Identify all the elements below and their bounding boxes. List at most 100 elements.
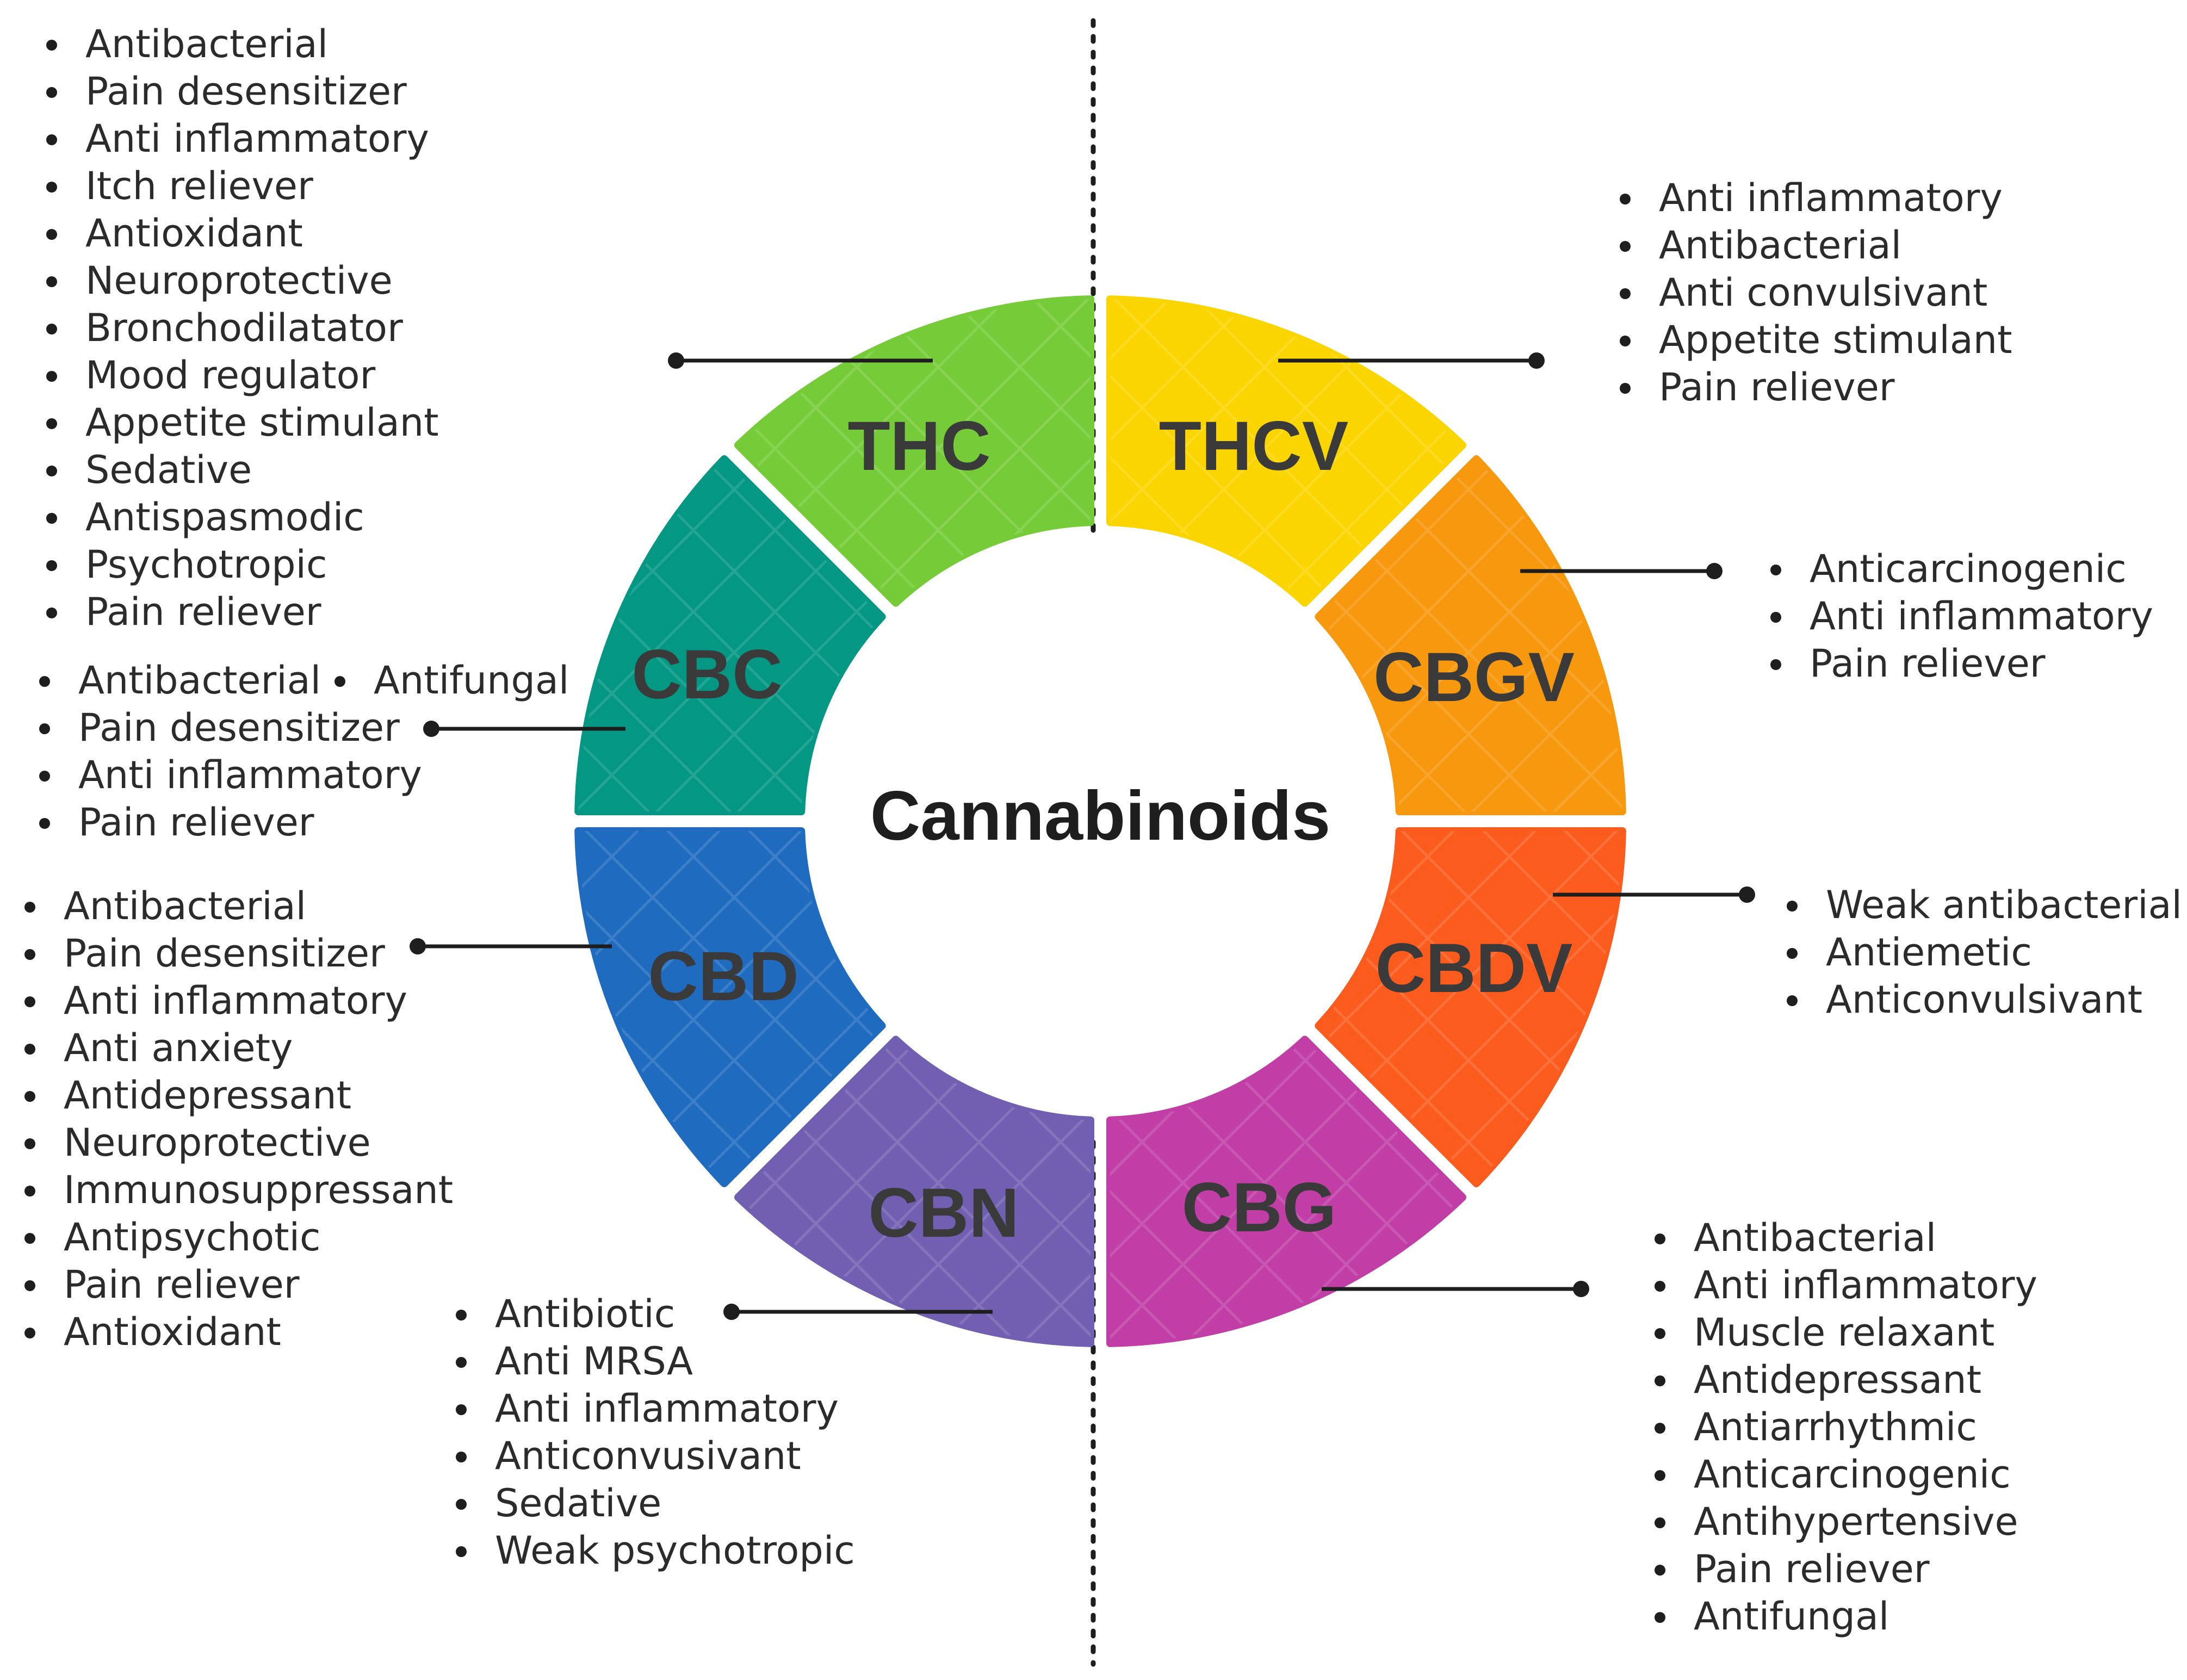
- segment-cbd-label: CBD: [648, 938, 798, 1015]
- bullet-icon: [24, 1138, 35, 1149]
- list-item: Pain reliever: [64, 1262, 300, 1307]
- bullet-icon: [24, 1233, 35, 1244]
- segment-thcv-texture: [1110, 299, 1463, 603]
- segment-cbdv-texture: [1318, 830, 1622, 1183]
- list-item: Pain reliever: [1694, 1547, 1930, 1591]
- bullet-icon: [456, 1310, 467, 1321]
- connector-dot-cbn: [723, 1304, 740, 1320]
- segment-thc-texture: [738, 299, 1091, 603]
- bullet-icon: [24, 996, 35, 1007]
- bullet-icon: [1655, 1328, 1665, 1339]
- list-item: Antifungal: [374, 658, 569, 703]
- segment-thcv-label: THCV: [1159, 407, 1348, 485]
- bullet-icon: [24, 1280, 35, 1291]
- segment-cbd-texture: [578, 830, 882, 1183]
- bullet-icon: [456, 1499, 467, 1510]
- list-item: Sedative: [495, 1481, 661, 1526]
- list-item: Antibacterial: [1659, 223, 1901, 268]
- bullet-icon: [24, 1091, 35, 1102]
- list-item: Pain reliever: [78, 800, 314, 845]
- list-item: Antiemetic: [1826, 930, 2032, 975]
- list-item: Itch reliever: [85, 164, 313, 208]
- segment-thc: THC: [734, 295, 1094, 607]
- list-item: Anticonvulsivant: [1826, 977, 2142, 1022]
- bullet-icon: [334, 676, 345, 687]
- bullet-icon: [456, 1404, 467, 1415]
- list-item: Pain reliever: [85, 590, 321, 634]
- list-item: Anticarcinogenic: [1810, 547, 2127, 591]
- segment-cbgv-label: CBGV: [1373, 638, 1575, 716]
- bullet-icon: [1787, 995, 1798, 1006]
- list-item: Muscle relaxant: [1694, 1310, 1994, 1355]
- bullet-icon: [456, 1546, 467, 1557]
- bullet-icon: [24, 1044, 35, 1055]
- bullet-icon: [1787, 948, 1798, 959]
- list-item: Anti inflammatory: [495, 1386, 839, 1431]
- bullet-icon: [1620, 194, 1631, 204]
- bullet-icon: [456, 1452, 467, 1462]
- bullet-icon: [1655, 1281, 1665, 1292]
- list-item: Pain desensitizer: [64, 931, 385, 976]
- segment-cbn-texture: [738, 1039, 1091, 1343]
- list-item: Pain reliever: [1810, 641, 2046, 686]
- list-item: Appetite stimulant: [1659, 318, 2012, 362]
- bullet-icon: [46, 607, 57, 618]
- connectors-layer: [410, 352, 1755, 1320]
- center-title: Cannabinoids: [870, 777, 1330, 855]
- list-item: Immunosuppressant: [64, 1168, 453, 1212]
- bullet-icon: [1770, 659, 1781, 670]
- segment-cbgv-texture: [1318, 459, 1622, 812]
- connector-dot-cbdv: [1739, 887, 1755, 903]
- bullet-icon: [456, 1357, 467, 1368]
- segment-cbn-label: CBN: [868, 1174, 1019, 1252]
- list-item: Anti inflammatory: [85, 116, 429, 161]
- bullet-icon: [39, 771, 50, 782]
- connector-dot-thc: [668, 352, 684, 369]
- bullet-icon: [39, 818, 50, 829]
- bullet-icon: [1655, 1233, 1665, 1244]
- list-item: Antibacterial: [85, 22, 328, 66]
- list-cbdv: Weak antibacterialAntiemeticAnticonvulsi…: [1787, 883, 2182, 1022]
- list-item: Anticarcinogenic: [1694, 1452, 2011, 1497]
- list-item: Anticonvusivant: [495, 1434, 801, 1478]
- list-item: Antibacterial: [78, 658, 321, 703]
- bullet-icon: [39, 676, 50, 687]
- bullet-icon: [46, 324, 57, 334]
- bullet-icon: [1655, 1612, 1665, 1623]
- list-item: Anti inflammatory: [78, 753, 422, 797]
- segment-cbg-label: CBG: [1182, 1169, 1336, 1247]
- bullet-icon: [24, 902, 35, 913]
- segment-cbc-texture: [578, 459, 882, 812]
- bullet-icon: [24, 1186, 35, 1197]
- connector-dot-cbd: [410, 938, 426, 954]
- bullet-icon: [1620, 383, 1631, 394]
- segment-cbg-texture: [1110, 1039, 1463, 1343]
- bullet-icon: [1655, 1423, 1665, 1434]
- bullet-icon: [46, 40, 57, 51]
- list-item: Antidepressant: [64, 1073, 351, 1118]
- list-item: Weak antibacterial: [1826, 883, 2182, 927]
- bullet-icon: [39, 723, 50, 734]
- list-item: Antibacterial: [1694, 1216, 1936, 1260]
- list-item: Antihypertensive: [1694, 1499, 2018, 1544]
- bullet-icon: [46, 560, 57, 571]
- bullet-icon: [1787, 901, 1798, 912]
- bullet-icon: [1655, 1470, 1665, 1481]
- list-item: Anti anxiety: [64, 1026, 293, 1070]
- list-item: Anti MRSA: [495, 1339, 693, 1384]
- list-item: Antipsychotic: [64, 1215, 321, 1260]
- connector-dot-cbgv: [1706, 563, 1723, 579]
- bullet-icon: [1770, 565, 1781, 575]
- connector-dot-cbg: [1573, 1281, 1589, 1297]
- list-item: Antioxidant: [64, 1310, 281, 1354]
- bullet-icon: [46, 276, 57, 287]
- list-item: Anti convulsivant: [1659, 270, 1987, 315]
